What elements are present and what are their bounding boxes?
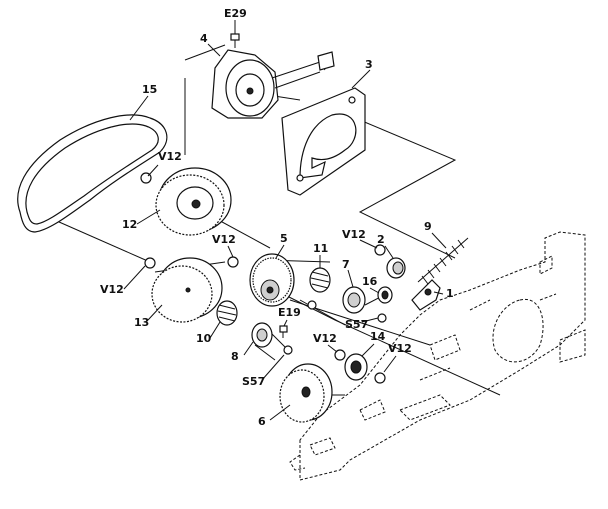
gear-part-13: [151, 257, 223, 323]
washer-s57-c: [283, 345, 293, 355]
belt-part-15: [17, 114, 168, 233]
label-9: 9: [424, 220, 432, 233]
label-e29: E29: [224, 7, 247, 20]
washer-s57-b: [377, 313, 387, 323]
bracket-plate-part-3: [281, 87, 366, 196]
base-frame: [289, 231, 586, 481]
label-13: 13: [134, 316, 149, 329]
screw-e29: [230, 33, 240, 48]
label-s57-b: S57: [242, 375, 265, 388]
label-4: 4: [200, 32, 208, 45]
label-v12-e: V12: [313, 332, 337, 345]
gear-part-7: [342, 286, 366, 314]
label-1: 1: [446, 287, 454, 300]
washer-s57-a: [307, 300, 317, 310]
label-s57-a: S57: [345, 318, 368, 331]
gear-disc-part-6: [279, 363, 333, 423]
label-14: 14: [370, 330, 386, 343]
label-5: 5: [280, 232, 288, 245]
label-v12-a: V12: [158, 150, 182, 163]
label-16: 16: [362, 275, 378, 288]
gear-pulley-part-12: [155, 167, 232, 236]
leader-lines: [123, 20, 447, 421]
motor-part-4: [211, 49, 335, 119]
gear-part-14: [344, 353, 368, 381]
spring-gear-part-11: [309, 267, 331, 293]
bushing-part-2: [386, 257, 406, 279]
label-e19: E19: [278, 306, 301, 319]
lever-part-1: [411, 279, 441, 311]
compound-gear-part-5: [249, 253, 295, 307]
label-12: 12: [122, 218, 137, 231]
clip-v12-e: [334, 349, 346, 361]
collar-part-16: [377, 286, 393, 304]
label-10: 10: [196, 332, 212, 345]
screw-e19: [279, 325, 288, 333]
clip-v12-f: [374, 372, 386, 384]
label-2: 2: [377, 233, 385, 246]
label-v12-c: V12: [342, 228, 366, 241]
label-v12-b: V12: [212, 233, 236, 246]
clip-v12-c: [374, 244, 386, 256]
label-v12-f: V12: [388, 342, 412, 355]
label-7: 7: [342, 258, 350, 271]
spring-part-9: [417, 237, 469, 285]
clip-v12-b: [227, 256, 239, 268]
label-3: 3: [365, 58, 373, 71]
label-6: 6: [258, 415, 266, 428]
clips-and-washers: [140, 172, 387, 384]
label-v12-d: V12: [100, 283, 124, 296]
spring-part-10: [216, 300, 238, 326]
label-8: 8: [231, 350, 239, 363]
label-11: 11: [313, 242, 328, 255]
label-15: 15: [142, 83, 157, 96]
gear-part-8: [251, 322, 273, 348]
part-labels: E29 4 3 15 V12 12 V12 5 11 V12 2 9 7 16 …: [100, 7, 454, 428]
clip-v12-d: [144, 257, 156, 269]
